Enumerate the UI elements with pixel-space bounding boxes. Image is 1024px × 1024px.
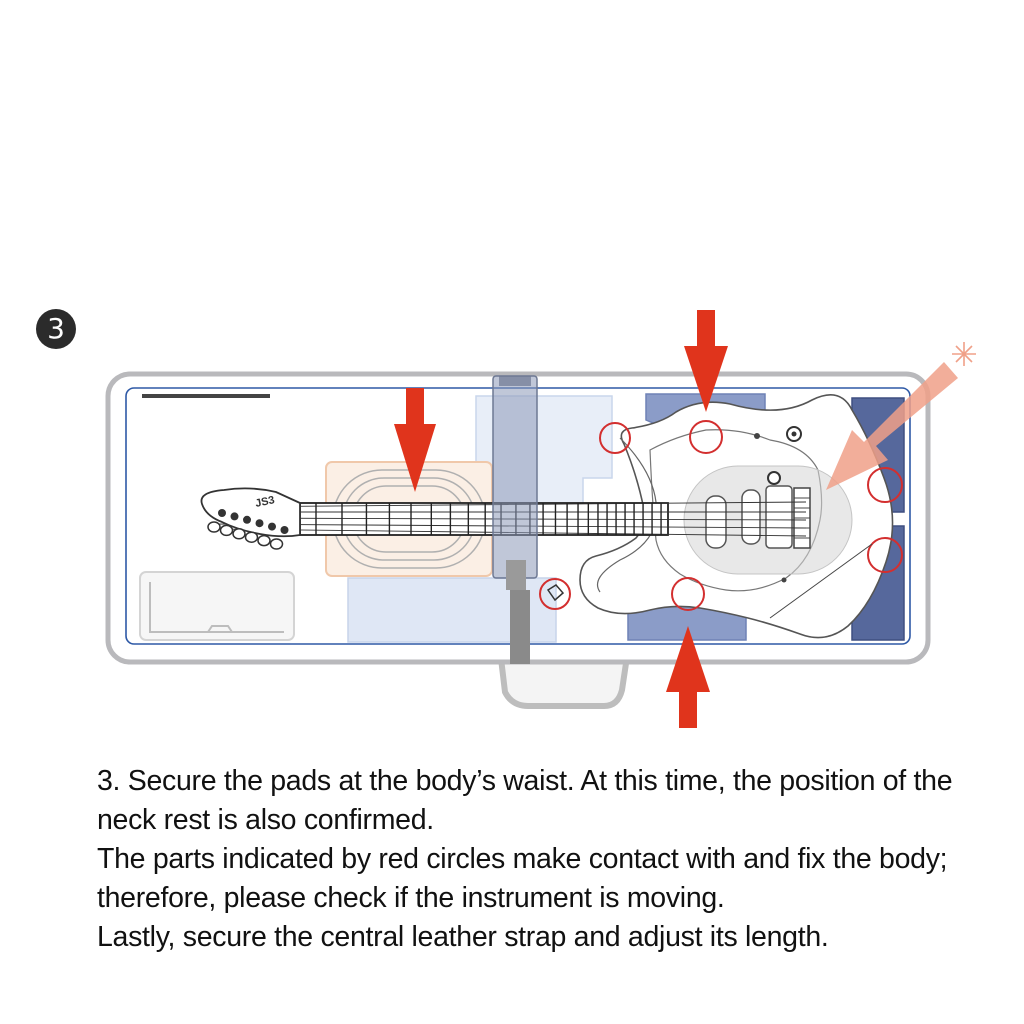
tuning-key <box>219 524 234 537</box>
tuning-peg <box>230 512 239 521</box>
neck-pickup <box>705 495 727 549</box>
contact-points <box>539 420 903 611</box>
tuning-key <box>269 538 284 550</box>
sparkle-icon <box>952 342 976 366</box>
output-jack <box>781 577 787 583</box>
tuning-peg <box>280 526 289 534</box>
headstock-logo: JS3 <box>254 494 276 510</box>
tone-knob <box>767 471 781 485</box>
tuning-peg <box>268 522 276 531</box>
volume-knob-center <box>791 431 797 437</box>
instruction-line-3: Lastly, secure the central leather strap… <box>97 921 829 953</box>
tuning-peg <box>243 515 251 524</box>
arrow-down-neck-rest <box>394 388 436 492</box>
contact-circle-lower-horn <box>539 578 571 610</box>
instruction-line-1: 3. Secure the pads at the body’s waist. … <box>97 765 953 836</box>
contact-circle-end-upper <box>867 467 903 503</box>
bridge-humbucker <box>765 485 793 549</box>
tuning-key <box>207 521 221 533</box>
arrow-diagonal-body-cushion <box>826 362 958 490</box>
tuning-peg <box>255 519 264 528</box>
instruction-text: 3. Secure the pads at the body’s waist. … <box>97 762 997 957</box>
strap-buckle <box>506 560 526 590</box>
middle-pickup <box>741 489 761 545</box>
tuning-pegs <box>218 509 289 534</box>
guitar-case-diagram: JS3 <box>105 310 976 728</box>
arrow-down-upper-pad <box>684 310 728 412</box>
accessory-compartment <box>139 571 295 641</box>
tuning-key <box>232 528 246 540</box>
fret-wires <box>315 503 662 535</box>
pickup-selector <box>754 433 760 439</box>
tuning-key <box>257 534 271 547</box>
central-leather-strap <box>492 375 538 579</box>
guitar-headstock <box>200 487 301 538</box>
strap-tail <box>510 590 530 664</box>
tuning-key <box>244 531 259 543</box>
contact-circle-end-lower <box>867 537 903 573</box>
accessory-compartment-lid <box>149 582 284 633</box>
callout-leader-line <box>769 543 873 619</box>
instruction-line-2: The parts indicated by red circles make … <box>97 843 948 914</box>
contact-circle-lower-waist <box>671 577 705 611</box>
contact-circle-upper-horn <box>599 422 631 454</box>
accessory-latch <box>207 625 233 633</box>
contact-circle-upper-waist <box>689 420 723 454</box>
tuning-peg <box>218 509 226 517</box>
arrow-up-lower-pad <box>666 626 710 728</box>
step-number-badge: 3 <box>36 309 76 349</box>
strap-buckle-top <box>499 376 531 386</box>
tuning-keys <box>207 521 284 550</box>
lower-horn-strap-button <box>546 584 565 602</box>
